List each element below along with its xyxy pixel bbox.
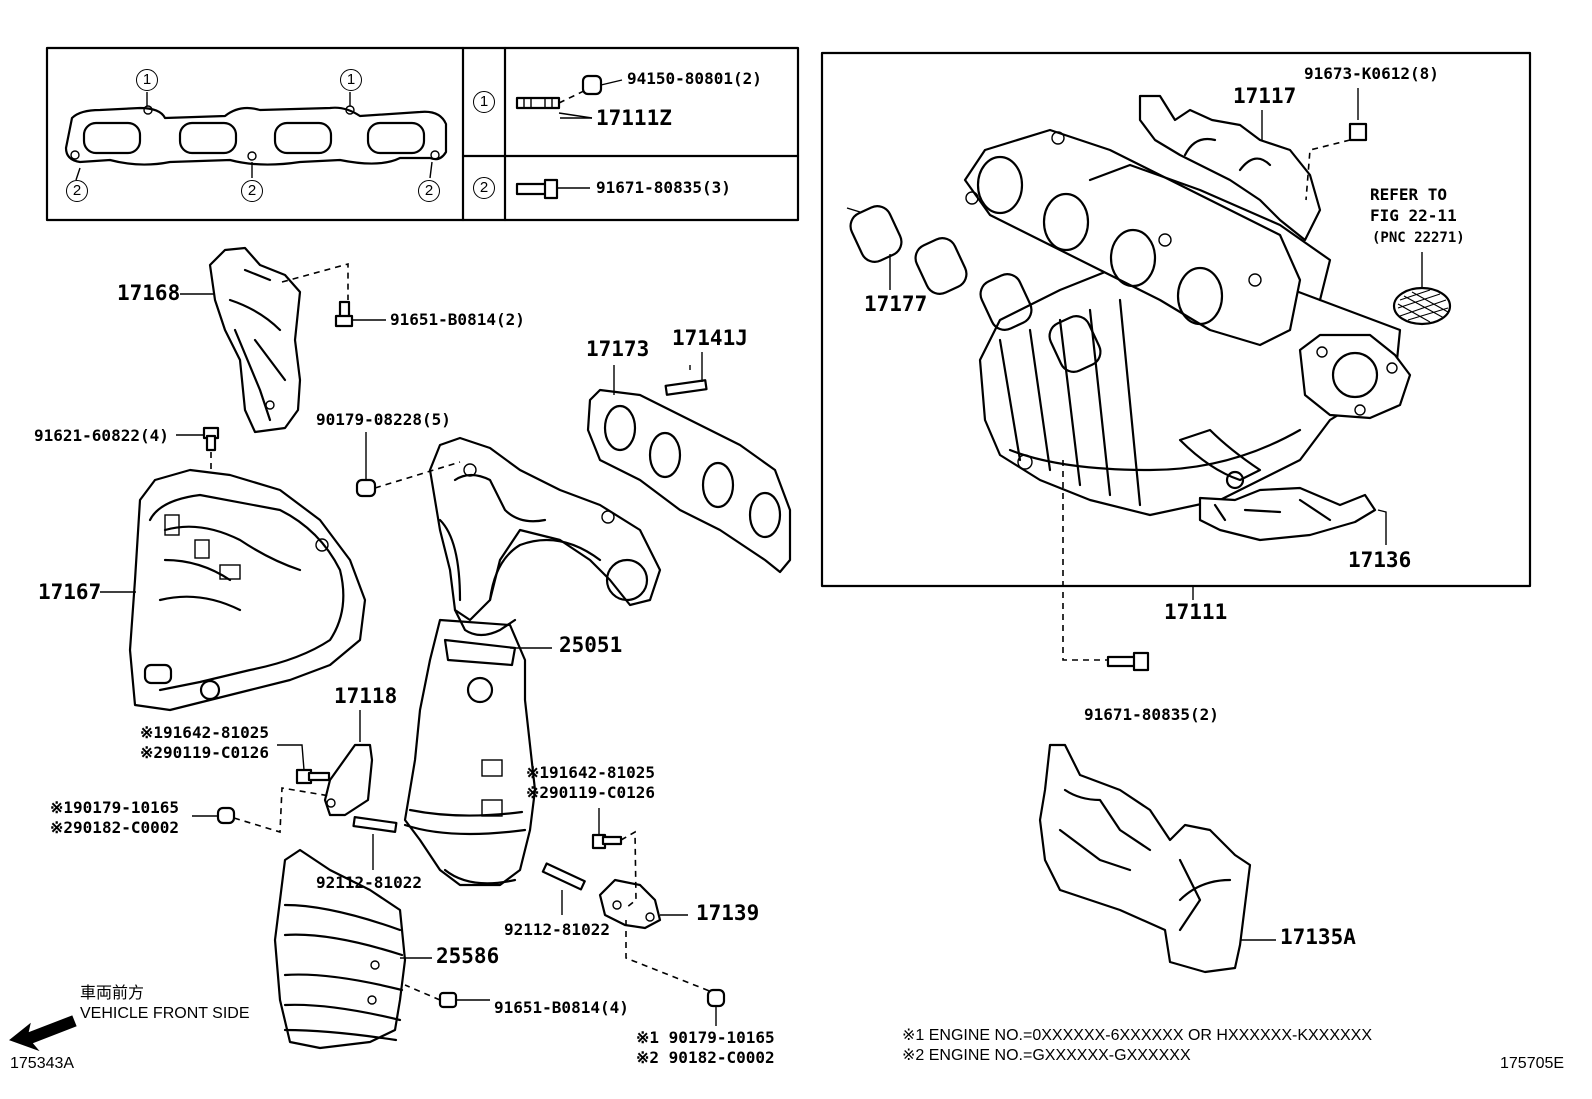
- catalytic-converter-illustration: [403, 608, 552, 887]
- bracket-17139-illustration: [598, 878, 688, 930]
- figure-code-left: 175343A: [10, 1055, 75, 1072]
- bracket-17118-illustration: [323, 710, 374, 817]
- intake-lower-bracket-illustration: [1198, 486, 1377, 542]
- exhaust-gasket-illustration: [586, 365, 792, 574]
- part-17139-label: 17139: [696, 901, 760, 925]
- intake-shield-illustration: [1138, 94, 1322, 242]
- exhaust-manifold-illustration: [428, 436, 662, 622]
- stud-92112-left-icon: [352, 816, 398, 870]
- alt-pair-1-line-2: ※290119-C0126: [140, 743, 269, 762]
- marker-2-center: 2: [241, 180, 263, 202]
- gasket-illustration: [64, 92, 448, 181]
- alt-pair-2-line-1: ※190179-10165: [50, 798, 179, 817]
- intake-leaders: [889, 88, 1387, 672]
- part-25586-label: 25586: [436, 944, 500, 968]
- heat-insulator-upper-illustration: [180, 246, 302, 434]
- part-17111z-label: 17111Z: [596, 106, 672, 130]
- nut-alt-left-icon: [192, 787, 331, 834]
- engine-note-1: ※1 ENGINE NO.=0XXXXXX-6XXXXXX OR HXXXXXX…: [902, 1027, 1373, 1044]
- part-25051-label: 25051: [559, 633, 623, 657]
- marker-1-right: 1: [340, 69, 362, 91]
- part-92112-right-label: 92112-81022: [504, 920, 610, 939]
- alt-pair-3-line-2: ※290119-C0126: [526, 783, 655, 802]
- part-17136-label: 17136: [1348, 548, 1412, 572]
- part-17118-label: 17118: [334, 684, 398, 708]
- bolt-91651-lower-icon: [404, 984, 490, 1009]
- refer-line-3: (PNC 22271): [1372, 230, 1465, 246]
- intake-box: [820, 51, 1532, 588]
- part-91651-upper-label: 91651-B0814(2): [390, 310, 525, 329]
- bolt-alt-right-icon: [591, 808, 637, 909]
- intake-gasket-illustration: [846, 205, 1102, 373]
- nut-alt-right-icon: [625, 920, 726, 1026]
- refer-screen-icon: [1392, 252, 1452, 326]
- vehicle-front-jp: 車両前方: [80, 985, 145, 1002]
- legend-row-1-marker: 1: [473, 91, 495, 113]
- part-94150-label: 94150-80801(2): [627, 69, 762, 88]
- nut-90179-icon: [355, 432, 461, 498]
- part-91671-legend-label: 91671-80835(3): [596, 178, 731, 197]
- stud-92112-right-icon: [541, 862, 586, 915]
- alt-pair-1-line-1: ※191642-81025: [140, 723, 269, 742]
- nut-icon: [581, 74, 623, 96]
- part-91671-lower-label: 91671-80835(2): [1084, 705, 1219, 724]
- bolt-alt-left-icon: [277, 744, 331, 785]
- part-90179-label: 90179-08228(5): [316, 410, 451, 429]
- part-91621-label: 91621-60822(4): [34, 426, 169, 445]
- intake-manifold-illustration: [963, 128, 1412, 517]
- part-17117-label: 17117: [1233, 84, 1297, 108]
- part-92112-left-label: 92112-81022: [316, 873, 422, 892]
- refer-line-2: FIG 22-11: [1370, 206, 1457, 225]
- alt-pair-4-line-2: ※2 90182-C0002: [636, 1048, 775, 1067]
- figure-code-right: 175705E: [1500, 1055, 1565, 1072]
- marker-2-right: 2: [418, 180, 440, 202]
- vehicle-front-en: VEHICLE FRONT SIDE: [80, 1005, 250, 1022]
- engine-note-2: ※2 ENGINE NO.=GXXXXXX-GXXXXXX: [902, 1047, 1191, 1064]
- part-17111-label: 17111: [1164, 600, 1228, 624]
- legend-box: [45, 46, 800, 222]
- front-arrow-icon: [8, 1015, 77, 1052]
- bolt-91651-upper-icon: [281, 262, 386, 328]
- part-17135a-label: 17135A: [1280, 925, 1356, 949]
- engine-cover-17135a-illustration: [1038, 743, 1276, 974]
- alt-pair-3-line-1: ※191642-81025: [526, 763, 655, 782]
- stud-icon: [515, 87, 593, 119]
- part-17168-label: 17168: [117, 281, 181, 305]
- part-17167-label: 17167: [38, 580, 102, 604]
- part-91673-label: 91673-K0612(8): [1304, 64, 1439, 83]
- stud-17141j-illustration: [664, 352, 708, 396]
- alt-pair-2-line-2: ※290182-C0002: [50, 818, 179, 837]
- alt-pair-4-line-1: ※1 90179-10165: [636, 1028, 775, 1047]
- bolt-91621-icon: [176, 426, 220, 470]
- legend-row-2-marker: 2: [473, 177, 495, 199]
- part-17141j-label: 17141J: [672, 326, 748, 350]
- marker-2-left: 2: [66, 180, 88, 202]
- marker-1-left: 1: [136, 69, 158, 91]
- refer-line-1: REFER TO: [1370, 185, 1448, 204]
- heat-insulator-lower-illustration: [273, 848, 432, 1050]
- part-17173-label: 17173: [586, 337, 650, 361]
- part-17177-label: 17177: [864, 292, 928, 316]
- part-91651-lower-label: 91651-B0814(4): [494, 998, 629, 1017]
- exhaust-manifold-insulator-illustration: [100, 468, 367, 712]
- bolt-icon: [515, 178, 590, 200]
- leader-lines: [560, 117, 691, 370]
